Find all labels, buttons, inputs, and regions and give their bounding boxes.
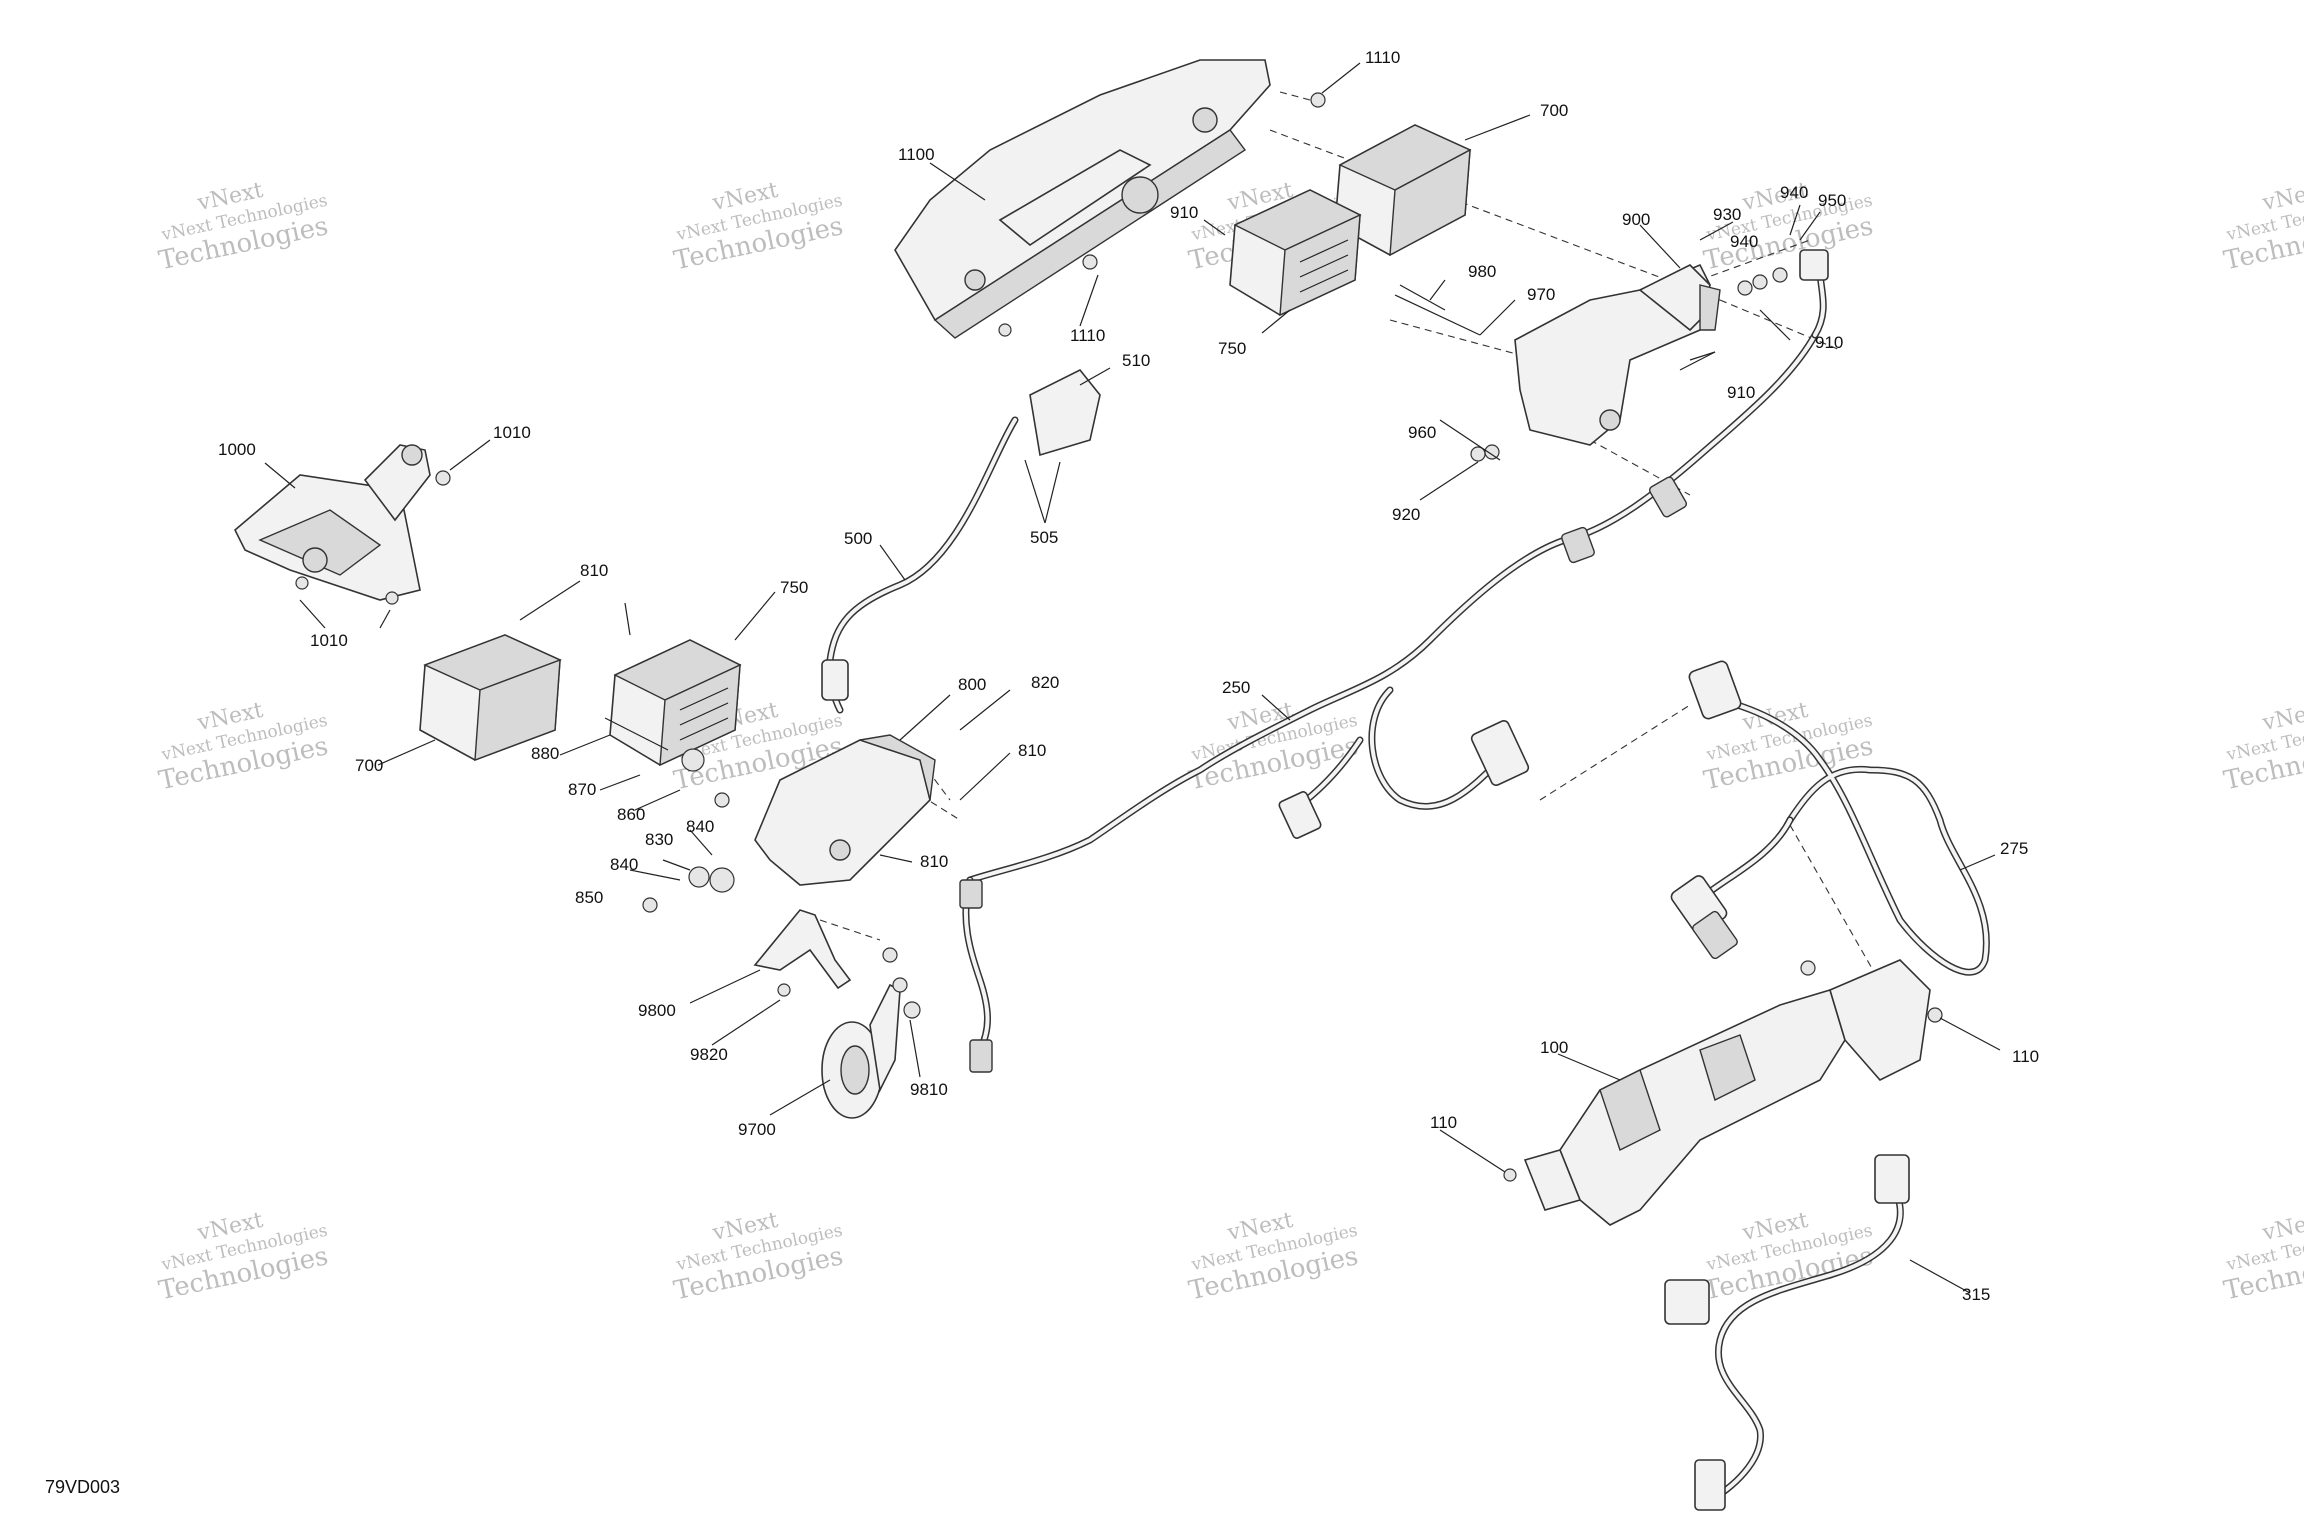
callout-900: 900 <box>1622 210 1650 229</box>
callout-840: 840 <box>610 855 638 874</box>
callout-9800: 9800 <box>638 1001 676 1020</box>
callout-510: 510 <box>1122 351 1150 370</box>
callout-leader-lines <box>264 62 2001 1294</box>
callout-9820: 9820 <box>690 1045 728 1064</box>
right-headlight-bracket <box>1514 263 1721 446</box>
callout-700: 700 <box>1540 101 1568 120</box>
callout-980: 980 <box>1468 262 1496 281</box>
callout-930: 930 <box>1713 205 1741 224</box>
callout-9810: 9810 <box>910 1080 948 1099</box>
callout-940: 940 <box>1780 183 1808 202</box>
drawing-reference-code: 79VD003 <box>45 1477 120 1497</box>
callout-9700: 9700 <box>738 1120 776 1139</box>
callout-880: 880 <box>531 744 559 763</box>
callout-820: 820 <box>1031 673 1059 692</box>
callout-940: 940 <box>1730 232 1758 251</box>
callout-860: 860 <box>617 805 645 824</box>
callout-1110: 1110 <box>1365 48 1400 67</box>
left-headlight-bracket <box>234 444 431 601</box>
callout-920: 920 <box>1392 505 1420 524</box>
callout-labels: 1110 700 1100 910 940 950 930 940 900 980 970 910 11… <box>218 48 2039 1304</box>
callout-1100: 1100 <box>898 145 935 164</box>
harness-275 <box>1670 660 1990 976</box>
callout-810: 810 <box>580 561 608 580</box>
callout-910: 910 <box>1815 333 1843 352</box>
callout-850: 850 <box>575 888 603 907</box>
callout-910: 910 <box>1727 383 1755 402</box>
callout-870: 870 <box>568 780 596 799</box>
callout-250: 250 <box>1222 678 1250 697</box>
callout-1010: 1010 <box>310 631 348 650</box>
module-700-left <box>419 634 562 762</box>
callout-100: 100 <box>1540 1038 1568 1057</box>
callout-970: 970 <box>1527 285 1555 304</box>
horn <box>821 983 901 1119</box>
callout-700: 700 <box>355 756 383 775</box>
callout-110: 110 <box>2012 1047 2039 1066</box>
callout-840: 840 <box>686 817 714 836</box>
sensor-cable-500 <box>821 368 1101 714</box>
callout-750: 750 <box>1218 339 1246 358</box>
callout-505: 505 <box>1030 528 1058 547</box>
callout-1010: 1010 <box>493 423 531 442</box>
callout-810: 810 <box>920 852 948 871</box>
callout-910: 910 <box>1170 203 1198 222</box>
callout-750: 750 <box>780 578 808 597</box>
callout-810: 810 <box>1018 741 1046 760</box>
center-mount-bracket <box>754 734 936 886</box>
callout-110: 110 <box>1430 1113 1457 1132</box>
callout-315: 315 <box>1962 1285 1990 1304</box>
fastener-hardware <box>295 92 1943 1182</box>
callout-275: 275 <box>2000 839 2028 858</box>
callout-1110: 1110 <box>1070 326 1105 345</box>
callout-830: 830 <box>645 830 673 849</box>
callout-500: 500 <box>844 529 872 548</box>
instrument-cluster-housing <box>894 59 1271 339</box>
module-700-top <box>1334 124 1472 257</box>
callout-950: 950 <box>1818 191 1846 210</box>
module-750-top <box>1229 189 1362 317</box>
battery-tray <box>1523 959 1931 1226</box>
callout-960: 960 <box>1408 423 1436 442</box>
harness-250 <box>959 249 1829 1073</box>
callout-1000: 1000 <box>218 440 256 459</box>
harness-315 <box>1664 1154 1910 1511</box>
assembly-dashed-lines <box>819 91 1891 1001</box>
horn-bracket <box>753 909 852 990</box>
callout-800: 800 <box>958 675 986 694</box>
